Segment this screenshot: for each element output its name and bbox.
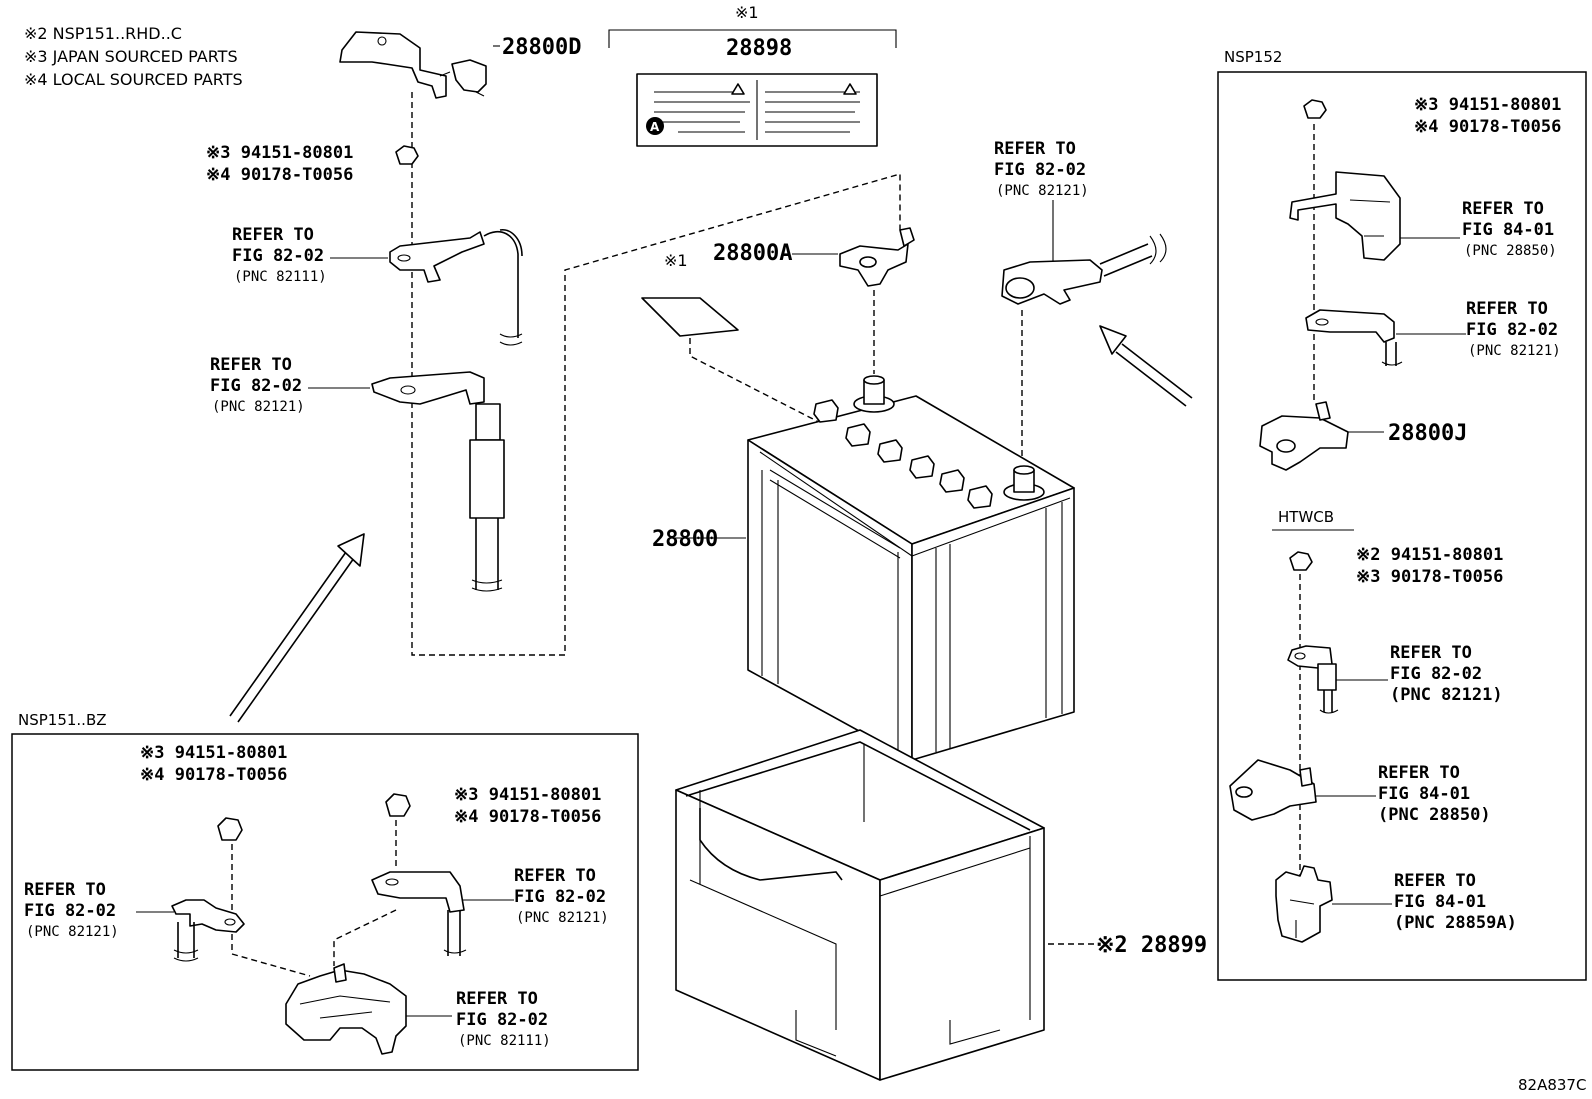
warning-triangle-icon	[731, 83, 745, 95]
note-4: ※4 LOCAL SOURCED PARTS	[24, 70, 243, 89]
label-text-lines	[654, 80, 860, 140]
label-part-number: 28898	[726, 36, 792, 61]
refer-82121-left-l1: REFER TO	[210, 355, 292, 375]
nsp151bz-bottom-l3: (PNC 82111)	[458, 1033, 551, 1049]
htwcb-sensor-28850	[1229, 759, 1317, 821]
nsp151bz-terminal-left	[171, 899, 245, 933]
nsp151bz-right-l3: (PNC 82121)	[516, 910, 609, 926]
nsp151bz-frame	[11, 733, 639, 1071]
terminal-cover-shape	[339, 31, 447, 99]
notes-legend: ※2 NSP151..RHD..C ※3 JAPAN SOURCED PARTS…	[24, 24, 243, 89]
htwcb-28850-l2: FIG 84-01	[1378, 784, 1470, 804]
battery-tray-28899: ※2 28899	[675, 729, 1207, 1081]
section-nsp152: NSP152 ※3 94151-80801 ※4 90178-T0056 REF…	[1217, 48, 1587, 981]
htwcb-title: HTWCB	[1278, 508, 1334, 526]
battery-28800: 28800	[652, 375, 1075, 761]
nut-icon	[395, 145, 419, 165]
nsp151bz-left-l1: REFER TO	[24, 880, 106, 900]
nsp151bz-terminal-right	[371, 871, 465, 913]
nsp151bz-nut-left-line1: ※3 94151-80801	[140, 743, 287, 763]
htwcb-28859A-l3: (PNC 28859A)	[1394, 913, 1517, 933]
cable-terminal-82121-left: REFER TO FIG 82-02 (PNC 82121)	[210, 355, 505, 592]
refer-82121-top-l1: REFER TO	[994, 139, 1076, 159]
cable-terminal-82111: REFER TO FIG 82-02 (PNC 82111)	[232, 225, 523, 346]
nsp151bz-bottom-l2: FIG 82-02	[456, 1010, 548, 1030]
note-3: ※3 JAPAN SOURCED PARTS	[24, 47, 238, 66]
terminal-cover-pn: 28800D	[502, 35, 581, 60]
refer-82121-left-l3: (PNC 82121)	[212, 399, 305, 415]
refer-82121-top-l3: (PNC 82121)	[996, 183, 1089, 199]
nsp152-nut-line1: ※3 94151-80801	[1414, 95, 1561, 115]
nsp152-82121-l1: REFER TO	[1466, 299, 1548, 319]
battery-pn: 28800	[652, 527, 718, 552]
label-group-marker: ※1	[735, 3, 759, 22]
nsp152-82121-l2: FIG 82-02	[1466, 320, 1558, 340]
label-symbol: A	[650, 120, 660, 134]
section-nsp151bz: NSP151..BZ ※3 94151-80801 ※4 90178-T0056…	[11, 711, 639, 1071]
nsp152-clamp-pn: 28800J	[1388, 421, 1467, 446]
main-nut: ※3 94151-80801 ※4 90178-T0056	[206, 143, 419, 185]
main-nut-line1: ※3 94151-80801	[206, 143, 353, 163]
htwcb-28850-l3: (PNC 28850)	[1378, 805, 1491, 825]
cable-terminal-82121-top: REFER TO FIG 82-02 (PNC 82121)	[994, 139, 1167, 468]
htwcb-82121-l2: FIG 82-02	[1390, 664, 1482, 684]
nsp151bz-right-l2: FIG 82-02	[514, 887, 606, 907]
refer-82121-top-l2: FIG 82-02	[994, 160, 1086, 180]
nsp151bz-nut-left-line2: ※4 90178-T0056	[140, 765, 287, 785]
nsp151bz-sensor-82111	[285, 969, 407, 1055]
refer-82111-l1: REFER TO	[232, 225, 314, 245]
battery-vent-caps	[813, 399, 993, 509]
nsp151bz-nut-left-icon	[217, 817, 243, 841]
htwcb-28850-l1: REFER TO	[1378, 763, 1460, 783]
nsp152-nut-icon	[1303, 99, 1327, 119]
arrow-up-left-icon	[1099, 325, 1193, 407]
nsp151bz-nut-right-icon	[385, 793, 411, 817]
arrow-up-right-icon	[229, 533, 365, 723]
main-nut-line2: ※4 90178-T0056	[206, 165, 353, 185]
refer-82121-left-l2: FIG 82-02	[210, 376, 302, 396]
sticker-marker: ※1	[664, 251, 688, 270]
nsp152-frame	[1217, 71, 1587, 981]
nsp152-terminal-82121	[1305, 309, 1395, 343]
nsp151bz-left-l3: (PNC 82121)	[26, 924, 119, 940]
nsp151bz-right-l1: REFER TO	[514, 866, 596, 886]
nsp151bz-nut-right-line2: ※4 90178-T0056	[454, 807, 601, 827]
nsp152-28850-l3: (PNC 28850)	[1464, 243, 1557, 259]
refer-82111-l3: (PNC 82111)	[234, 269, 327, 285]
htwcb-nut-line1: ※2 94151-80801	[1356, 545, 1503, 565]
nsp151bz-bottom-l1: REFER TO	[456, 989, 538, 1009]
battery-clamp-28800A: 28800A	[713, 227, 915, 374]
terminal-cover: 28800D	[339, 31, 581, 99]
htwcb-bracket-28859A	[1275, 865, 1333, 943]
htwcb-82121-l3: (PNC 82121)	[1390, 685, 1503, 705]
nsp152-82121-l3: (PNC 82121)	[1468, 343, 1561, 359]
nsp151bz-title: NSP151..BZ	[18, 711, 107, 729]
nsp152-clamp-28800J	[1259, 415, 1349, 471]
battery-terminal-posts	[853, 375, 1045, 501]
nsp152-28850-l2: FIG 84-01	[1462, 220, 1554, 240]
htwcb-82121-l1: REFER TO	[1390, 643, 1472, 663]
nsp152-nut-line2: ※4 90178-T0056	[1414, 117, 1561, 137]
nsp152-sensor-28850	[1289, 171, 1401, 261]
htwcb-nut-icon	[1289, 551, 1313, 571]
nsp151bz-left-l2: FIG 82-02	[24, 901, 116, 921]
htwcb-nut-line2: ※3 90178-T0056	[1356, 567, 1503, 587]
nsp152-title: NSP152	[1224, 48, 1282, 66]
nsp152-28850-l1: REFER TO	[1462, 199, 1544, 219]
label-group: ※1 28898 A	[608, 3, 897, 147]
figure-code: 82A837C	[1518, 1076, 1586, 1094]
htwcb-28859A-l1: REFER TO	[1394, 871, 1476, 891]
refer-82111-l2: FIG 82-02	[232, 246, 324, 266]
nsp151bz-nut-right-line1: ※3 94151-80801	[454, 785, 601, 805]
label-symbol-circle	[646, 117, 664, 135]
note-2: ※2 NSP151..RHD..C	[24, 24, 182, 43]
htwcb-28859A-l2: FIG 84-01	[1394, 892, 1486, 912]
label-group-bracket	[608, 29, 897, 48]
warning-triangle-icon-2	[843, 83, 857, 95]
clamp-28800A-pn: 28800A	[713, 241, 792, 266]
tray-pn: ※2 28899	[1096, 933, 1207, 958]
